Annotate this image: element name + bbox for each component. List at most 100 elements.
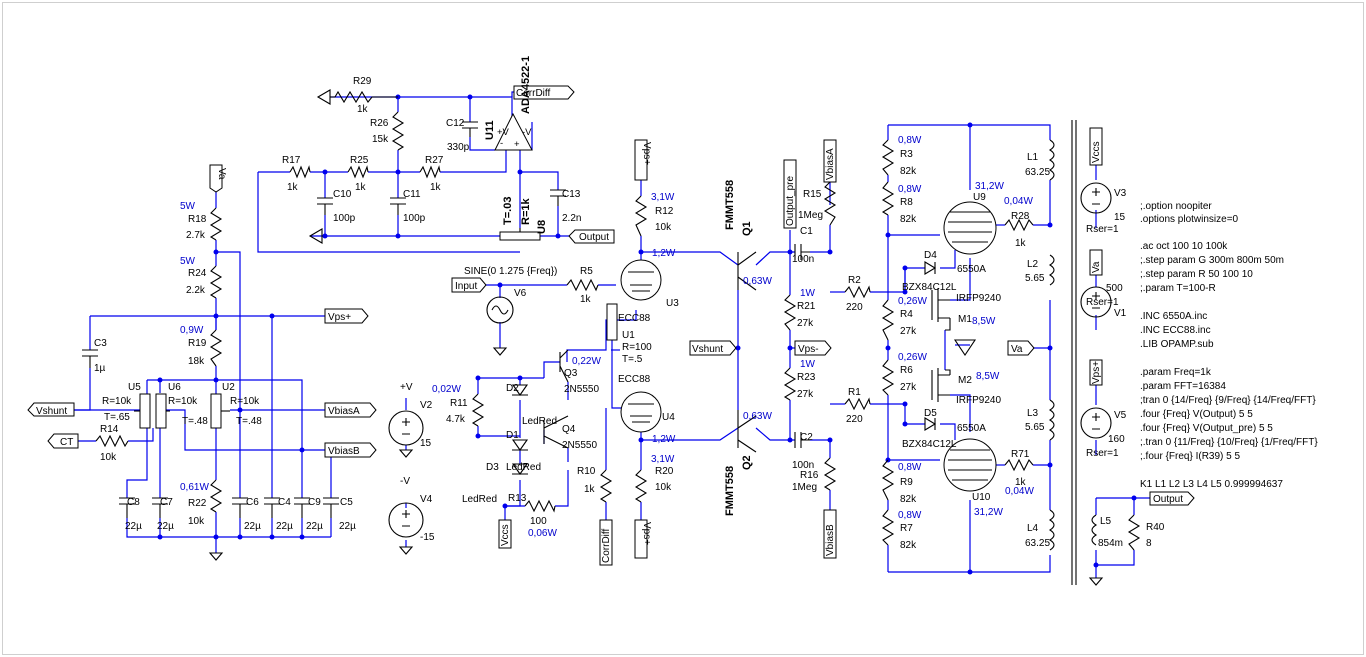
u3-name: U3 [666, 298, 679, 309]
r21-power: 1W [800, 288, 816, 299]
r3-name: R3 [900, 149, 913, 160]
net-ct: CT [60, 437, 73, 448]
r19-value: 18k [188, 356, 205, 367]
r1-value: 220 [846, 414, 863, 425]
d3-model: LedRed [462, 494, 497, 505]
r13-power: 0,06W [528, 528, 557, 539]
d5-name: D5 [924, 408, 937, 419]
r71-name: R71 [1011, 449, 1030, 460]
v3-value: 15 [1114, 212, 1126, 223]
r16-name: R16 [800, 470, 819, 481]
u1-r: R=100 [622, 342, 652, 353]
r7-name: R7 [900, 523, 913, 534]
directive-line: .INC 6550A.inc [1140, 311, 1207, 322]
u10-power: 31,2W [974, 507, 1003, 518]
r71-power: 0,04W [1005, 486, 1034, 497]
spice-directives: ;.option noopiter .options plotwinsize=0… [1140, 201, 1318, 490]
capacitor-symbols [82, 121, 810, 518]
l4-value: 63.25 [1025, 538, 1050, 549]
v1-name: V1 [1114, 308, 1127, 319]
u1-name: U1 [622, 330, 635, 341]
resistor-symbols [95, 90, 1141, 551]
r11-name: R11 [450, 398, 468, 409]
r13-name: R13 [508, 493, 527, 504]
net-vps-plus: Vps+ [328, 312, 351, 323]
u9-power: 31,2W [975, 181, 1004, 192]
q4-model: 2N5550 [562, 440, 597, 451]
c10-value: 100p [333, 213, 356, 224]
r13-value: 100 [530, 516, 547, 527]
v6-value: SINE(0 1.275 {Freq}) [464, 266, 557, 277]
r15-value: 1Meg [798, 210, 823, 221]
directive-line: .four {Freq} V(Output) 5 5 [1140, 409, 1253, 420]
l5-value: 854m [1098, 538, 1123, 549]
r29-name: R29 [353, 76, 372, 87]
r21-name: R21 [797, 301, 816, 312]
ground-symbols [208, 89, 1104, 586]
r20-power: 3,1W [651, 454, 675, 465]
r29-value: 1k [357, 104, 369, 115]
v4-name: V4 [420, 494, 433, 505]
directive-line: ;.option noopiter [1140, 201, 1212, 212]
potentiometer-symbols [134, 228, 618, 429]
c6-name: C6 [246, 497, 259, 508]
net-corrdiff: CorrDiff [516, 88, 550, 99]
u6-r: R=10k [168, 396, 198, 407]
r28-name: R28 [1011, 211, 1030, 222]
net-minus-v: -V [400, 476, 410, 487]
r12-name: R12 [655, 206, 674, 217]
c4-name: C4 [278, 497, 291, 508]
q1-name: Q1 [741, 221, 753, 236]
u3-model: ECC88 [618, 313, 651, 324]
q4-name: Q4 [562, 424, 576, 435]
c2-name: C2 [800, 432, 813, 443]
d4-name: D4 [924, 250, 937, 261]
net-output-right: Output [1153, 494, 1183, 505]
c11-name: C11 [403, 189, 421, 200]
r22-value: 10k [188, 516, 205, 527]
v2-value: 15 [420, 438, 432, 449]
u2-name: U2 [222, 382, 235, 393]
directive-line: ;.param T=100-R [1140, 283, 1216, 294]
v4-value: -15 [420, 532, 435, 543]
d1-model: LedRed [506, 462, 541, 473]
r5-value: 1k [580, 294, 592, 305]
r18-name: R18 [188, 214, 207, 225]
l3-name: L3 [1027, 408, 1039, 419]
net-flags [27, 85, 1195, 566]
r12-value: 10k [655, 222, 672, 233]
net-plus-v: +V [400, 382, 413, 393]
directive-line: .LIB OPAMP.sub [1140, 339, 1214, 350]
r28-value: 1k [1015, 238, 1027, 249]
r23-name: R23 [797, 372, 816, 383]
net-va-mid: Va [1011, 344, 1023, 355]
r10-name: R10 [577, 466, 596, 477]
u4-name: U4 [662, 412, 675, 423]
directive-line: .options plotwinsize=0 [1140, 214, 1239, 225]
m1-model: IRFP9240 [956, 293, 1001, 304]
c3-name: C3 [94, 338, 107, 349]
r27-value: 1k [430, 182, 442, 193]
c7-value: 22µ [157, 521, 174, 532]
r11-power: 0,02W [432, 384, 461, 395]
u6-t: T=.48 [182, 416, 208, 427]
u11-name: U11 [484, 120, 496, 140]
c1-value: 100n [792, 254, 814, 265]
u8-name: U8 [536, 220, 548, 234]
r25-value: 1k [355, 182, 367, 193]
q3-name: Q3 [564, 368, 578, 379]
junctions [157, 94, 1137, 575]
svg-text:+: + [514, 139, 520, 150]
svg-text:-V: -V [522, 127, 532, 138]
r3-power: 0,8W [898, 135, 922, 146]
q1-model: FMMT558 [724, 180, 736, 230]
u10-model: 6550A [957, 423, 986, 434]
diode-symbols [511, 261, 937, 475]
m2-power: 8,5W [976, 371, 1000, 382]
r6-name: R6 [900, 365, 913, 376]
net-corrdiff-bottom: CorrDiff [601, 529, 612, 563]
net-va-left: Va [216, 168, 227, 180]
l4-name: L4 [1027, 523, 1039, 534]
